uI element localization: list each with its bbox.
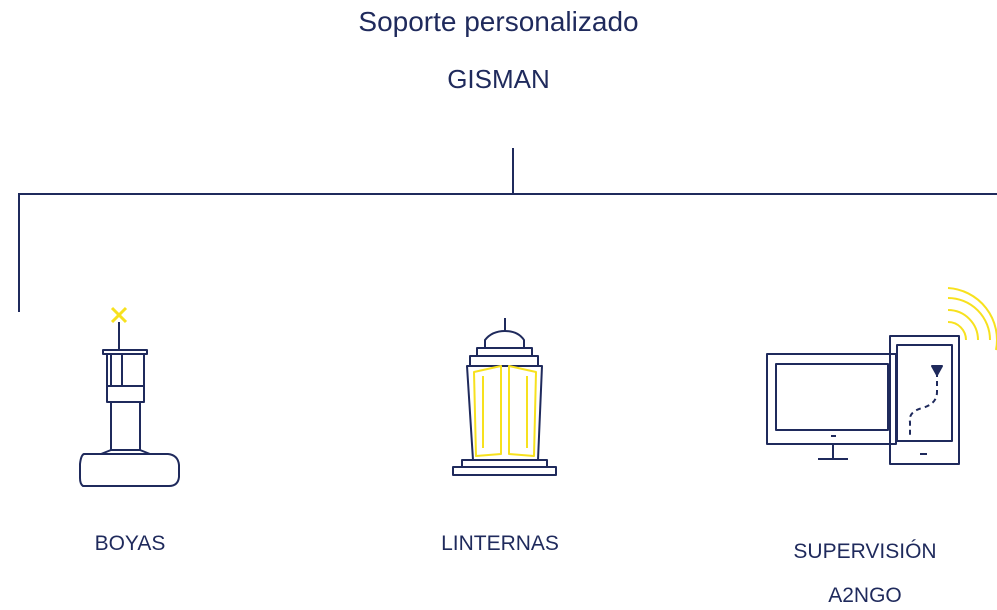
lantern-icon xyxy=(452,318,557,476)
label-linternas: LINTERNAS xyxy=(441,532,559,555)
label-boyas: BOYAS xyxy=(94,532,166,555)
computer-monitor-icon xyxy=(766,287,997,465)
buoy-icon xyxy=(79,306,180,487)
diagram-subtitle: GISMAN xyxy=(447,64,550,94)
diagram-title: Soporte personalizado xyxy=(358,6,639,37)
tree-connector xyxy=(18,148,997,312)
label-a2ngo: A2NGO xyxy=(828,584,902,607)
label-supervision: SUPERVISIÓN xyxy=(793,540,937,563)
